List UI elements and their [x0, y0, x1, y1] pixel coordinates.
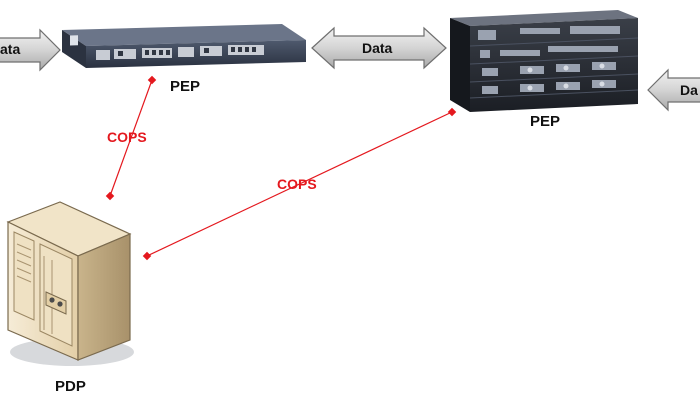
- cops-label-router-link: COPS: [107, 129, 147, 145]
- pep-router-label: PEP: [170, 78, 201, 95]
- pdp-server-icon: [6, 201, 134, 366]
- data-arrow-left: [0, 28, 61, 72]
- data-arrow-middle-label: Data: [362, 40, 393, 56]
- data-arrow-middle: [311, 26, 447, 70]
- pep-switch-icon: [450, 10, 639, 112]
- cops-link-router-pdp: [105, 75, 157, 201]
- data-arrow-right: [647, 68, 700, 112]
- cops-label-switch-link: COPS: [277, 176, 317, 192]
- data-arrow-left-label: ata: [0, 41, 21, 57]
- pdp-server-label: PDP: [55, 378, 86, 395]
- cops-link-switch-pdp: [142, 107, 457, 261]
- pep-router-icon: [62, 24, 306, 68]
- data-arrow-right-label: Da: [680, 82, 698, 98]
- pep-switch-label: PEP: [530, 113, 561, 130]
